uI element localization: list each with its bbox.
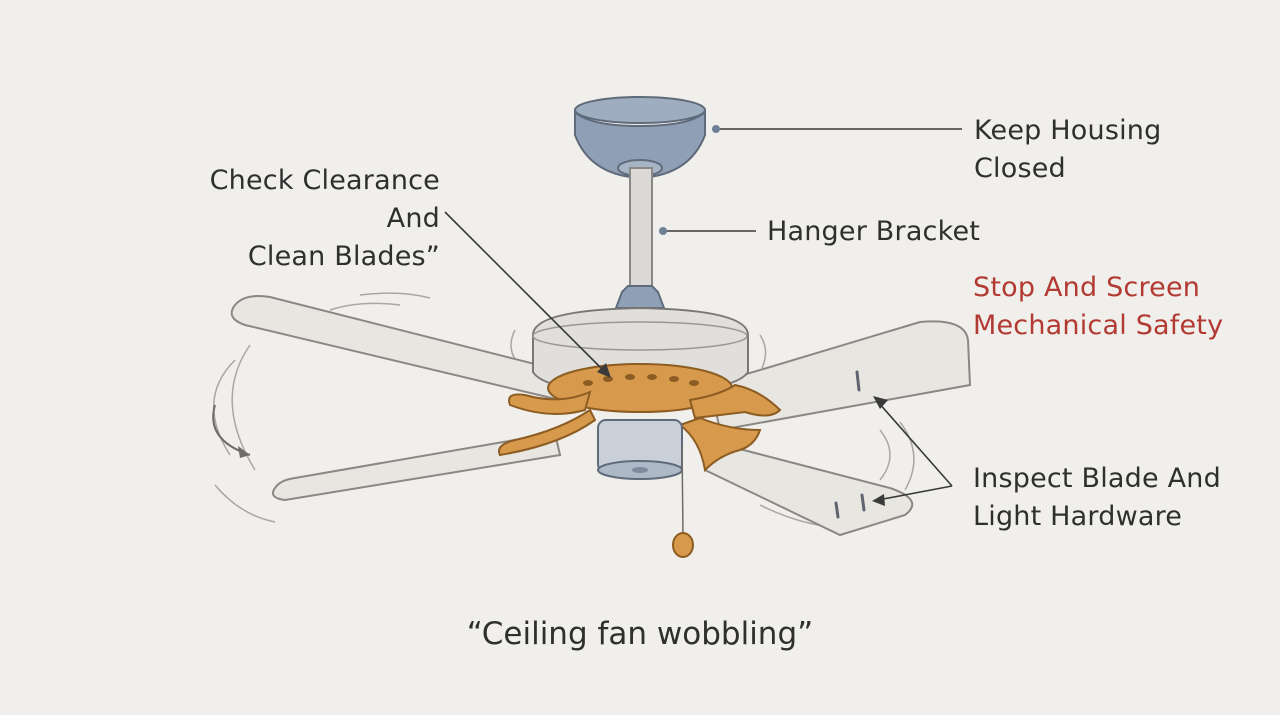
hardware-label-line1: Inspect Blade And: [973, 463, 1221, 494]
hardware-arrowhead-upper-icon: [873, 396, 888, 409]
hanger-bracket-label: Hanger Bracket: [767, 213, 980, 251]
pull-chain-fob: [672, 532, 694, 558]
switch-housing-cap: [632, 467, 648, 473]
bracket-callout-dot: [659, 227, 667, 235]
downrod: [629, 167, 653, 291]
bracket-vents: [583, 374, 699, 386]
hanger-bracket-label-text: Hanger Bracket: [767, 216, 981, 247]
blade-screws: [834, 370, 866, 519]
blade-iron-right-lower: [677, 416, 762, 473]
housing-label-line1: Keep Housing: [974, 115, 1162, 146]
blade-left-lower: [272, 431, 562, 502]
hardware-arrowhead-lower-icon: [872, 494, 885, 506]
downrod-collar: [614, 285, 666, 309]
clearance-label: Check Clearance And Clean Blades”: [150, 162, 440, 276]
safety-warning-label: Stop And Screen Mechanical Safety: [973, 269, 1223, 345]
canopy-housing: [574, 109, 706, 180]
hardware-label-line2: Light Hardware: [973, 501, 1183, 532]
blade-iron-right-upper: [688, 383, 782, 420]
clearance-label-line1: Check Clearance And: [209, 165, 440, 234]
safety-warning-line1: Stop And Screen: [973, 272, 1201, 303]
blade-iron-left-upper: [508, 390, 592, 415]
motor-housing-rim: [532, 321, 748, 351]
rotation-arrowhead-icon: [238, 446, 250, 458]
clearance-label-line2: Clean Blades”: [247, 241, 440, 272]
canopy-top: [574, 96, 706, 124]
clearance-arrowhead-icon: [597, 363, 611, 378]
blade-right-upper: [708, 320, 972, 432]
safety-warning-line2: Mechanical Safety: [973, 310, 1224, 341]
housing-callout-dot: [712, 125, 720, 133]
pull-chain: [681, 444, 684, 536]
blade-iron-left-lower: [498, 408, 597, 457]
motion-lines: [212, 292, 915, 529]
diagram-caption: “Ceiling fan wobbling”: [466, 616, 814, 652]
rotation-arrow-icon: [212, 404, 251, 456]
hardware-label: Inspect Blade And Light Hardware: [973, 460, 1221, 536]
callout-lines: [444, 128, 962, 501]
blade-right-lower: [704, 438, 914, 537]
housing-label-line2: Closed: [974, 153, 1066, 184]
housing-label: Keep Housing Closed: [974, 112, 1161, 188]
